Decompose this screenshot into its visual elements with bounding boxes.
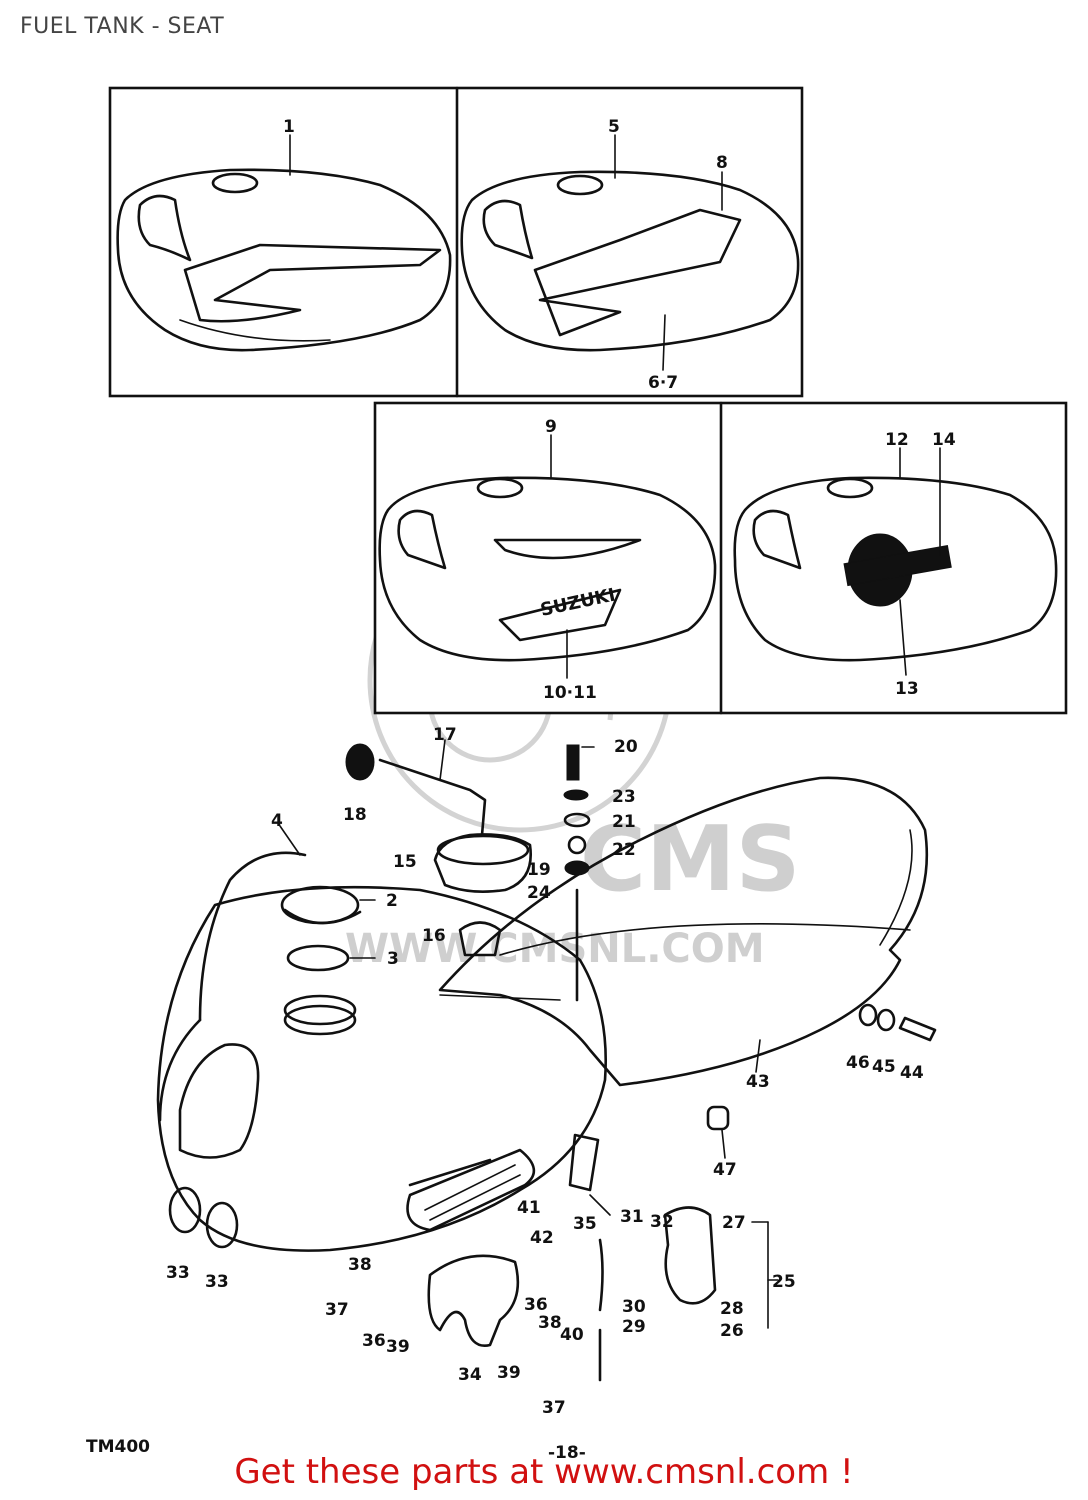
promo-link[interactable]: Get these parts at www.cmsnl.com ! <box>234 1452 854 1492</box>
leader-lines <box>279 134 941 1329</box>
callout-1: 1 <box>283 117 295 137</box>
callout-31: 31 <box>620 1207 644 1227</box>
callout-47: 47 <box>713 1160 737 1180</box>
seat <box>438 776 929 1087</box>
fuel-tank-variant-5 <box>460 170 800 352</box>
page-title: FUEL TANK - SEAT <box>20 14 225 39</box>
callout-33-right: 33 <box>205 1272 229 1292</box>
callout-37-right: 37 <box>542 1398 566 1418</box>
callout-labels: 1 5 8 6·7 9 10·11 12 14 13 17 18 20 23 2… <box>166 117 956 1418</box>
callout-25: 25 <box>772 1272 796 1292</box>
callout-44: 44 <box>900 1063 924 1083</box>
variant-frame-top <box>108 86 804 398</box>
callout-22: 22 <box>612 840 636 860</box>
callout-12: 12 <box>885 430 909 450</box>
callout-29: 29 <box>622 1317 646 1337</box>
callout-34: 34 <box>458 1365 482 1385</box>
callout-43: 43 <box>746 1072 770 1092</box>
callout-35: 35 <box>573 1214 597 1234</box>
callout-30: 30 <box>622 1297 646 1317</box>
callout-45: 45 <box>872 1057 896 1077</box>
callout-28: 28 <box>720 1299 744 1319</box>
callout-36-right: 36 <box>524 1295 548 1315</box>
callout-15: 15 <box>393 852 417 872</box>
watermark-brand: CMS <box>580 807 800 912</box>
callout-17: 17 <box>433 725 457 745</box>
small-parts <box>168 743 937 1382</box>
callout-41: 41 <box>517 1198 541 1218</box>
callout-36-left: 36 <box>362 1331 386 1351</box>
callout-20: 20 <box>614 737 638 757</box>
callout-13: 13 <box>895 679 919 699</box>
callout-39-right: 39 <box>497 1363 521 1383</box>
callout-37-left: 37 <box>325 1300 349 1320</box>
callout-46: 46 <box>846 1053 870 1073</box>
callout-38: 38 <box>348 1255 372 1275</box>
callout-40: 40 <box>560 1325 584 1345</box>
callout-32: 32 <box>650 1212 674 1232</box>
page-number: -18- <box>548 1443 586 1463</box>
callout-42: 42 <box>530 1228 554 1248</box>
callout-39-left: 39 <box>386 1337 410 1357</box>
callout-8: 8 <box>716 153 728 173</box>
callout-23: 23 <box>612 787 636 807</box>
callout-19: 19 <box>527 860 551 880</box>
variant-frame-middle <box>373 401 1068 715</box>
watermark-url: WWW.CMSNL.COM <box>345 926 765 972</box>
callout-4: 4 <box>271 811 283 831</box>
callout-6-7: 6·7 <box>648 373 678 393</box>
callout-18: 18 <box>343 805 367 825</box>
callout-5: 5 <box>608 117 620 137</box>
callout-2: 2 <box>386 891 398 911</box>
callout-38-right: 38 <box>538 1313 562 1333</box>
callout-3: 3 <box>387 949 399 969</box>
callout-21: 21 <box>612 812 636 832</box>
callout-16: 16 <box>422 926 446 946</box>
callout-10-11: 10·11 <box>543 683 597 703</box>
callout-26: 26 <box>720 1321 744 1341</box>
model-code: TM400 <box>86 1437 150 1457</box>
callout-9: 9 <box>545 417 557 437</box>
fuel-tank-main <box>156 885 607 1252</box>
callout-27: 27 <box>722 1213 746 1233</box>
fuel-tank-variant-12 <box>733 476 1058 662</box>
callout-24: 24 <box>527 883 551 903</box>
callout-14: 14 <box>932 430 956 450</box>
fuel-tank-variant-1 <box>116 168 452 352</box>
callout-33-left: 33 <box>166 1263 190 1283</box>
